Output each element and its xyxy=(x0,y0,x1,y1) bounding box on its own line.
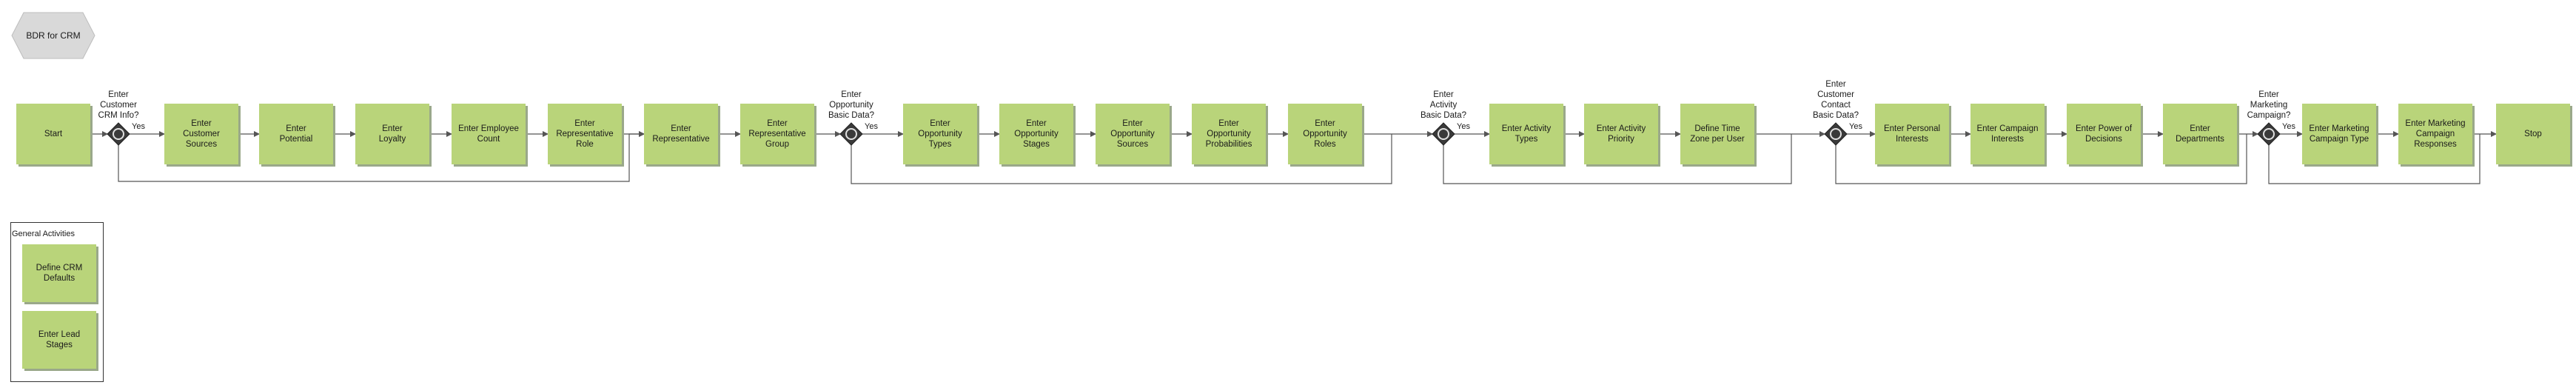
connector-g1-no xyxy=(118,131,645,182)
gateway-g4[interactable] xyxy=(1824,122,1848,146)
yes-label: Yes xyxy=(2282,122,2295,131)
activity-marketing-campaign-type[interactable]: Enter Marketing Campaign Type xyxy=(2302,104,2376,164)
activity-opportunity-sources[interactable]: Enter Opportunity Sources xyxy=(1096,104,1170,164)
connector-g4-no xyxy=(1835,134,2247,184)
connector-g3-no xyxy=(1443,134,1792,184)
gateway-label-g4: Enter Customer Contact Basic Data? xyxy=(1812,80,1859,120)
activity-campaign-interests[interactable]: Enter Campaign Interests xyxy=(1970,104,2045,164)
activity-activity-priority[interactable]: Enter Activity Priority xyxy=(1584,104,1658,164)
gateway-diamond xyxy=(2257,122,2281,146)
gateway-g1[interactable] xyxy=(107,122,130,146)
gateway-ring xyxy=(1830,128,1842,140)
activity-employee-count[interactable]: Enter Employee Count xyxy=(452,104,526,164)
gateway-g2[interactable] xyxy=(839,122,863,146)
activity-power-of-decisions[interactable]: Enter Power of Decisions xyxy=(2067,104,2141,164)
activity-opportunity-stages[interactable]: Enter Opportunity Stages xyxy=(999,104,1073,164)
activity-loyalty[interactable]: Enter Loyalty xyxy=(355,104,429,164)
gateway-g5[interactable] xyxy=(2257,122,2281,146)
gateway-ring xyxy=(2263,128,2275,140)
gateway-ring xyxy=(113,128,124,140)
connectors xyxy=(90,131,2497,184)
diagram-title-text: BDR for CRM xyxy=(26,30,81,41)
activity-departments[interactable]: Enter Departments xyxy=(2163,104,2237,164)
activity-potential[interactable]: Enter Potential xyxy=(259,104,333,164)
gateway-label-g5: Enter Marketing Campaign? xyxy=(2247,90,2291,120)
gateway-diamond xyxy=(1824,122,1848,146)
activity-representative-group[interactable]: Enter Representative Group xyxy=(740,104,814,164)
gateway-label-g3: Enter Activity Basic Data? xyxy=(1420,90,1466,120)
activity-lead-stages[interactable]: Enter Lead Stages xyxy=(22,311,96,369)
gateway-diamond xyxy=(107,122,130,146)
activity-representative[interactable]: Enter Representative xyxy=(644,104,718,164)
gateway-ring xyxy=(1438,128,1449,140)
activity-activity-types[interactable]: Enter Activity Types xyxy=(1489,104,1563,164)
activity-crm-defaults[interactable]: Define CRM Defaults xyxy=(22,244,96,302)
connector-g2-no xyxy=(851,134,1392,184)
gateway-diamond xyxy=(839,122,863,146)
connector-g5-no xyxy=(2268,134,2481,184)
activity-opportunity-roles[interactable]: Enter Opportunity Roles xyxy=(1288,104,1362,164)
activity-start[interactable]: Start xyxy=(16,104,90,164)
activity-marketing-campaign-responses[interactable]: Enter Marketing Campaign Responses xyxy=(2398,104,2472,164)
gateway-label-g1: Enter Customer CRM Info? xyxy=(98,90,139,120)
activity-stop[interactable]: Stop xyxy=(2496,104,2570,164)
activity-customer-sources[interactable]: Enter Customer Sources xyxy=(164,104,238,164)
gateway-label-g2: Enter Opportunity Basic Data? xyxy=(828,90,874,120)
yes-label: Yes xyxy=(865,122,878,131)
gateways xyxy=(107,122,2281,146)
yes-label: Yes xyxy=(132,122,145,131)
diagram-title[interactable]: BDR for CRM xyxy=(10,11,96,60)
hexagon-shape xyxy=(11,12,95,59)
activity-opportunity-types[interactable]: Enter Opportunity Types xyxy=(903,104,977,164)
yes-label: Yes xyxy=(1457,122,1470,131)
gateway-g3[interactable] xyxy=(1432,122,1455,146)
activity-representative-role[interactable]: Enter Representative Role xyxy=(548,104,622,164)
activity-personal-interests[interactable]: Enter Personal Interests xyxy=(1875,104,1949,164)
gateway-ring xyxy=(845,128,857,140)
general-activities-group xyxy=(10,222,104,382)
gateway-diamond xyxy=(1432,122,1455,146)
yes-label: Yes xyxy=(1849,122,1862,131)
general-activities-label: General Activities xyxy=(12,230,75,238)
activity-opportunity-probabilities[interactable]: Enter Opportunity Probabilities xyxy=(1192,104,1266,164)
activity-time-zone[interactable]: Define Time Zone per User xyxy=(1680,104,1754,164)
